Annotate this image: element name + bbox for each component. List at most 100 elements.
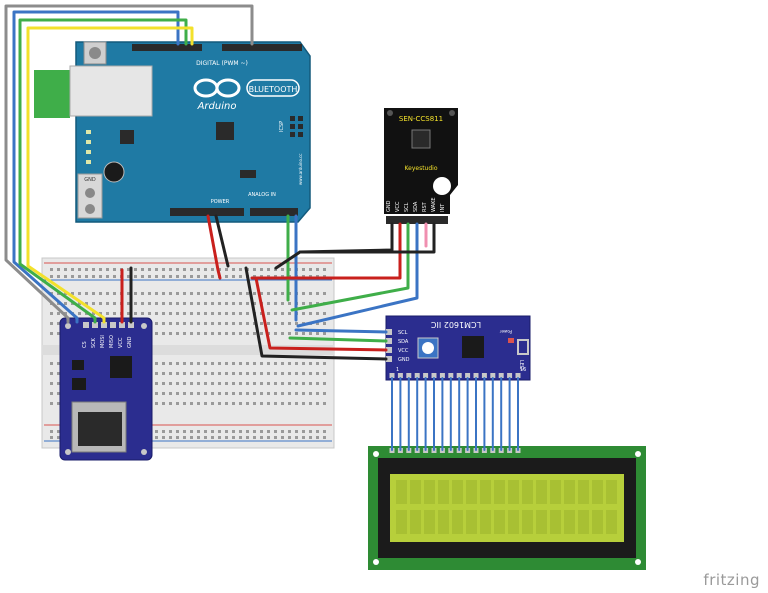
sd-pin <box>101 322 107 328</box>
sensor-pin-label: SCL <box>404 202 410 212</box>
lcd-1602-display <box>368 446 646 570</box>
lcd-bottom-pin <box>431 373 437 378</box>
lcd-char-cell <box>606 510 617 534</box>
lcd-led-label: LED <box>518 360 524 370</box>
sd-pin <box>110 322 116 328</box>
lcd-char-cell <box>424 510 435 534</box>
lcd-char-cell <box>592 510 603 534</box>
sd-pin <box>119 322 125 328</box>
bluetooth-label: BLUETOOTH <box>249 85 298 94</box>
arduino-board: BLUETOOTH Arduino DIGITAL (PWM ~) GND IC… <box>34 41 311 223</box>
lcd-bottom-pin <box>397 373 403 378</box>
analog-label: ANALOG IN <box>248 192 276 198</box>
lcd-bottom-pin <box>389 373 395 378</box>
lcd-bottom-pin <box>423 373 429 378</box>
lcd-char-cell <box>480 480 491 504</box>
lcd-bottom-pin <box>465 373 471 378</box>
lcd-module-pin-label: VCC <box>398 348 409 354</box>
lcd-char-cell <box>564 510 575 534</box>
lcd-char-cell <box>564 480 575 504</box>
lcd-char-cell <box>438 480 449 504</box>
lcd-bottom-pin <box>515 373 521 378</box>
url-label: www.arduino.cc <box>298 153 303 185</box>
sensor-vcc-wire <box>250 222 402 280</box>
lcd-char-cell <box>424 480 435 504</box>
lcd-sda-wire <box>288 336 388 343</box>
lcd-char-cell <box>536 480 547 504</box>
lcd-module-pin <box>386 347 392 353</box>
icsp-label: ICSP <box>279 121 285 132</box>
lcd-module-pin-label: SCL <box>398 330 408 336</box>
lcd-power-label: Power <box>500 329 512 334</box>
sensor-wake-wire <box>298 222 436 254</box>
lcd-gnd-wire <box>244 266 388 361</box>
lcd-char-cell <box>396 510 407 534</box>
sd-pin-label: VCC <box>118 337 124 348</box>
lcd-vcc-wire <box>254 276 388 352</box>
sensor-pin-label: GND <box>386 200 392 212</box>
sensor-scl-wire <box>290 222 410 312</box>
sensor-pin-label: INT <box>440 203 446 212</box>
sensor-pin-label: SDA <box>413 201 419 212</box>
lcd-char-cell <box>410 510 421 534</box>
lcd-bottom-pin <box>439 373 445 378</box>
lcd-bottom-pin <box>481 373 487 378</box>
lcd-char-cell <box>536 510 547 534</box>
sd-pin <box>92 322 98 328</box>
lcd-module-pin-label: GND <box>398 357 410 363</box>
sd-pin-label: GND <box>127 336 133 348</box>
lcd-char-cell <box>494 510 505 534</box>
lcd-char-cell <box>494 480 505 504</box>
lcd-bottom-pin <box>498 373 504 378</box>
sd-sck-wire <box>12 10 180 324</box>
sd-pin-label: CS <box>82 341 88 348</box>
lcd-scl-wire <box>294 328 388 334</box>
lcd-char-cell <box>508 510 519 534</box>
lcd-module-pin <box>386 356 392 362</box>
sensor-brand: Keyestudio <box>405 165 438 172</box>
sensor-sda-wire <box>296 222 419 328</box>
wires <box>4 4 519 451</box>
lcd-bottom-pin <box>448 373 454 378</box>
lcd-module-title: LCM1602 IIC <box>431 320 482 329</box>
arduino-brand: Arduino <box>197 101 237 112</box>
lcd-char-cell <box>550 480 561 504</box>
sd-pin <box>83 322 89 328</box>
sd-pin-label: MISO <box>109 335 115 348</box>
sd-pin-label: MOSI <box>100 335 106 348</box>
lcd-char-cell <box>508 480 519 504</box>
sd-mosi-wire <box>18 18 188 324</box>
lcd-char-cell <box>550 510 561 534</box>
lcd-char-cell <box>578 480 589 504</box>
lcd-char-cell <box>452 480 463 504</box>
lcd-module-pin-label: SDA <box>398 339 409 345</box>
lcd-bottom-pin <box>507 373 513 378</box>
lcd-char-cell <box>410 480 421 504</box>
lcd-bottom-pin <box>490 373 496 378</box>
sd-miso-wire <box>26 26 194 324</box>
lcd-char-cell <box>396 480 407 504</box>
lcd-mark-1: 1 <box>396 367 399 373</box>
lcd-char-cell <box>592 480 603 504</box>
fritzing-watermark: fritzing <box>703 571 760 589</box>
sensor-pin-label: WAKE <box>431 197 437 212</box>
lcd-char-cell <box>522 510 533 534</box>
lcd-bottom-pin <box>406 373 412 378</box>
sd-pin <box>128 322 134 328</box>
gnd-block-label: GND <box>84 177 96 183</box>
lcd-bottom-pin <box>473 373 479 378</box>
arduino-5v-wire <box>206 214 222 280</box>
arduino-gnd-wire <box>214 214 230 268</box>
lcd-char-cell <box>452 510 463 534</box>
lcd-char-cell <box>578 510 589 534</box>
sd-cs-wire <box>4 4 254 324</box>
lcd-module-pin <box>386 338 392 344</box>
lcd-char-cell <box>466 480 477 504</box>
lcd-char-cell <box>522 480 533 504</box>
sensor-title: SEN-CCS811 <box>399 115 443 123</box>
lcd-char-cell <box>438 510 449 534</box>
